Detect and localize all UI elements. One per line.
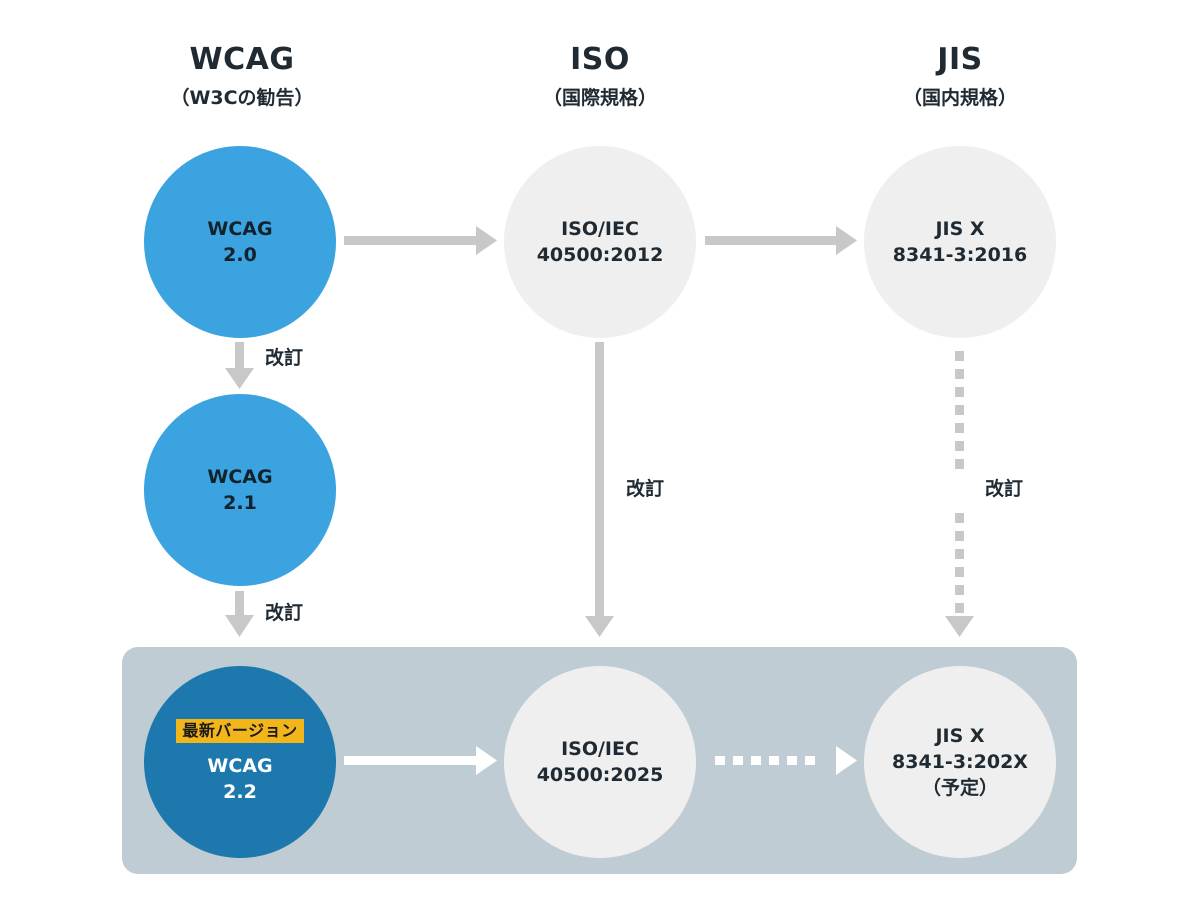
node-line: 40500:2025 [536,764,664,786]
revision-label-wcag-2: 改訂 [265,602,304,624]
node-line: ISO/IEC [561,738,639,760]
arrow-iso2012-to-iso2025 [585,342,614,637]
node-line: JIS X [935,725,985,747]
node-line: JIS X [935,218,985,240]
column-header-iso: ISO （国際規格） [450,42,750,112]
arrow-iso2025-to-jis202x [715,746,857,775]
column-header-wcag: WCAG （W3Cの勧告） [92,42,392,112]
column-header-jis: JIS （国内規格） [810,42,1110,112]
node-wcag-2-2: 最新バージョン WCAG 2.2 [144,666,336,858]
node-line: WCAG [207,755,273,777]
revision-label-jis: 改訂 [985,478,1024,500]
column-title: JIS [937,42,983,77]
arrow-wcag20-to-wcag21 [225,342,254,389]
arrow-wcag20-to-iso2012 [344,226,497,255]
node-jis-2016: JIS X 8341-3:2016 [864,146,1056,338]
node-wcag-2-0: WCAG 2.0 [144,146,336,338]
node-iso-2025: ISO/IEC 40500:2025 [504,666,696,858]
arrow-wcag22-to-iso2025 [344,746,497,775]
latest-version-badge: 最新バージョン [176,719,304,743]
node-jis-202x: JIS X 8341-3:202X （予定） [864,666,1056,858]
arrow-iso2012-to-jis2016 [705,226,857,255]
column-title: WCAG [189,42,295,77]
column-subtitle: （W3Cの勧告） [170,87,314,109]
arrow-jis2016-to-jis202x [945,351,974,637]
node-line: 2.1 [223,492,257,514]
node-line: （予定） [921,777,998,799]
revision-label-wcag-1: 改訂 [265,347,304,369]
node-line: 2.0 [223,244,257,266]
column-title: ISO [570,42,630,77]
node-line: ISO/IEC [561,218,639,240]
column-subtitle: （国際規格） [542,87,657,109]
node-line: WCAG [207,218,273,240]
arrow-wcag21-to-wcag22 [225,591,254,637]
revision-label-iso: 改訂 [626,478,665,500]
column-subtitle: （国内規格） [902,87,1017,109]
node-line: 8341-3:202X [892,751,1028,773]
node-wcag-2-1: WCAG 2.1 [144,394,336,586]
node-line: 8341-3:2016 [892,244,1028,266]
node-line: 40500:2012 [536,244,664,266]
node-line: 2.2 [223,781,257,803]
node-iso-2012: ISO/IEC 40500:2012 [504,146,696,338]
node-line: WCAG [207,466,273,488]
